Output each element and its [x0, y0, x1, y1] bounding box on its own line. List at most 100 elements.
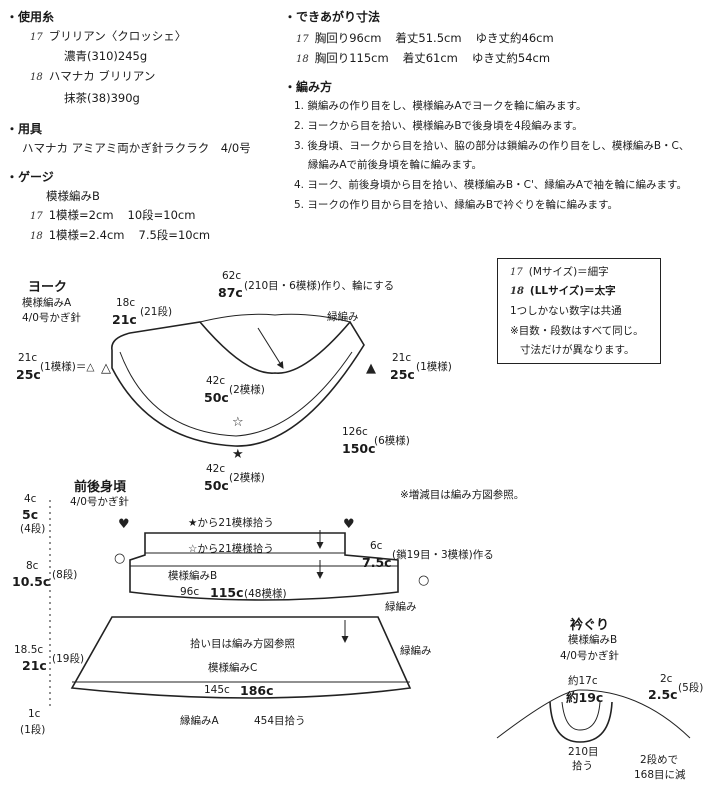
yoke-top-ll: 87c [218, 285, 243, 300]
yoke-bot-m: 42c [206, 463, 226, 475]
yoke-outer-m: 126c [342, 426, 368, 438]
body-edge1: 緑編み [385, 601, 417, 613]
neck-w-ll: 約19c [566, 690, 604, 705]
body-s3-m: 18.5c [14, 644, 44, 656]
size-ll-number: 18 [296, 54, 309, 65]
body-s3-ll: 21c [22, 658, 47, 673]
legend-thin: (Mサイズ)＝細字 [528, 266, 609, 278]
neck-h-ll: 2.5c [648, 687, 678, 702]
size-m-number: 17 [296, 34, 309, 45]
body-side-ll: 7.5c [362, 555, 392, 570]
finished-ll-sleeve: ゆき丈約54cm [471, 51, 551, 65]
star-marker: ★ [232, 447, 244, 462]
body-edge-a: 縁編みA [180, 715, 219, 727]
size-ll-number: 18 [30, 231, 43, 242]
neck-sub2: 4/0号かぎ針 [560, 650, 619, 662]
body-s2-ll: 10.5c [12, 574, 51, 589]
size-legend-box [497, 258, 661, 364]
body-pattern-b: 模様編みB [168, 570, 218, 582]
neck-pick2: 拾う [572, 760, 593, 772]
yarn-m-name: ブリリアン〈クロッシェ〉 [48, 29, 187, 43]
yoke-top-note: (210目・6模様)作り、輪にする [244, 280, 395, 292]
neck-pick: 210目 [568, 746, 599, 758]
body-s4-m: 1c [28, 708, 41, 720]
legend-m: 17 (Mサイズ)＝細字 [510, 264, 609, 279]
yoke-depth-ll: 21c [112, 312, 137, 327]
gauge-m-a: 1模様=2cm [48, 208, 114, 222]
neck-sub1: 模様編みB [568, 634, 618, 646]
yoke-depth-rows: (21段) [140, 306, 173, 318]
yoke-right-ll: 25c [390, 367, 415, 382]
neck-title: 衿ぐり [570, 618, 610, 633]
body-note: ※増減目は編み方図参照。 [400, 489, 525, 501]
yoke-left-ll: 25c [16, 367, 41, 382]
body-title: 前後身頃 [74, 480, 127, 495]
yoke-bot-note: (2模様) [229, 472, 265, 484]
yarn-ll-name: ハマナカ ブリリアン [48, 69, 156, 83]
body-s1-rows: (4段) [20, 523, 46, 535]
neck-band [549, 701, 613, 743]
legend-note1: ※目数・段数はすべて同じ。 [510, 325, 644, 337]
materials-m: 17 ブリリアン〈クロッシェ〉 [30, 28, 186, 44]
body-hem-note: 454目拾う [254, 715, 306, 727]
tools-text: ハマナカ アミアミ両かぎ針ラクラク 4/0号 [22, 141, 251, 155]
method-step-5: 5. ヨークの作り目から目を拾い、縁編みBで衿ぐりを輪に編みます。 [294, 199, 619, 211]
yarn-ll-color: 抹茶(38)390g [64, 91, 140, 105]
body-s1-ll: 5c [22, 507, 39, 522]
yoke-title: ヨーク [28, 280, 68, 295]
gauge-ll-a: 1模様=2.4cm [48, 228, 125, 242]
method-step-3: 3. 後身頃、ヨークから目を拾い、脇の部分は鎖編みの作り目をし、模様編みB・C、 [294, 140, 690, 152]
yoke-neck-edge [199, 313, 351, 323]
finished-ll-length: 着丈61cm [402, 51, 458, 65]
body-sub: 4/0号かぎ針 [70, 496, 129, 508]
yoke-depth-m: 18c [116, 297, 136, 309]
yoke-right-m: 21c [392, 352, 412, 364]
triangle-marker: ▲ [366, 361, 376, 376]
heart-marker: ♥ [343, 517, 355, 532]
finished-m-length: 着丈51.5cm [395, 31, 462, 45]
yoke-inner-edge [119, 351, 353, 437]
gauge-heading: ・ゲージ [6, 170, 54, 184]
body-w1-ll: 115c [210, 585, 244, 600]
neck-band-outer [496, 689, 691, 739]
yoke-mid-ll: 50c [204, 390, 229, 405]
finished-heading: ・できあがり寸法 [284, 10, 381, 24]
method-heading: ・編み方 [284, 80, 333, 94]
neck-dec2: 168目に減 [634, 769, 686, 781]
body-s4-rows: (1段) [20, 724, 46, 736]
legend-note2: 寸法だけが異なります。 [520, 344, 635, 356]
body-w2-m: 145c [204, 684, 230, 696]
materials-heading: ・使用糸 [6, 10, 55, 24]
method-step-1: 1. 鎖編みの作り目をし、模様編みAでヨークを輪に編みます。 [294, 100, 587, 112]
neck-w-m: 約17c [568, 675, 598, 687]
gauge-m-b: 10段=10cm [127, 208, 196, 222]
body-edge2: 緑編み [400, 645, 432, 657]
body-w1-m: 96c [180, 586, 200, 598]
yoke-edge-label: 緑編み [327, 311, 359, 323]
body-w2-ll: 186c [240, 683, 274, 698]
size-m-number: 17 [30, 32, 43, 43]
body-pickup-note: 拾い目は編み方図参照 [190, 638, 295, 650]
size-m-number: 17 [510, 267, 523, 278]
legend-ll: 18(LLサイズ)＝太字 [510, 283, 616, 298]
method-step-2: 2. ヨークから目を拾い、模様編みBで後身頃を4段編みます。 [294, 120, 583, 132]
yoke-top-m: 62c [222, 270, 242, 282]
neck-h-rows: (5段) [678, 682, 704, 694]
yoke-outer-note: (6模様) [374, 435, 410, 447]
body-s2-m: 8c [26, 560, 39, 572]
body-s1-m: 4c [24, 493, 37, 505]
legend-common: 1つしかない数字は共通 [510, 305, 622, 317]
ring-marker: ○ [418, 573, 429, 588]
heart-marker: ♥ [118, 517, 130, 532]
finished-m-sleeve: ゆき丈約46cm [475, 31, 554, 45]
yoke-mid-note: (2模様) [229, 384, 265, 396]
yoke-sub2: 4/0号かぎ針 [22, 312, 81, 324]
body-w1-note: (48模様) [244, 588, 287, 600]
body-lower-block [70, 616, 412, 699]
yoke-mid-m: 42c [206, 375, 226, 387]
